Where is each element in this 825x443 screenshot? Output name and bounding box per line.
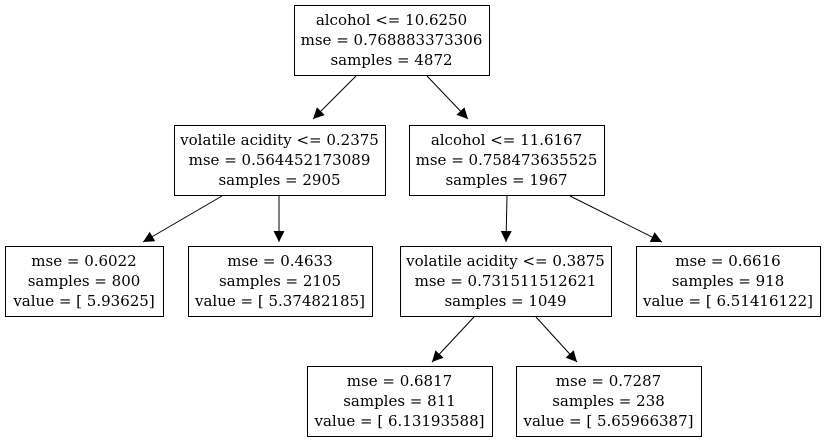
- node-box: [188, 246, 373, 317]
- tree-node-n4: mse = 0.4633 samples = 2105 value = [ 5.37…: [188, 246, 373, 317]
- tree-node-n0: alcohol <= 10.6250 mse = 0.768883373306 sa…: [294, 5, 490, 76]
- node-line: volatile acidity <= 0.3875: [405, 252, 605, 270]
- edge-n0-n2: [426, 75, 469, 120]
- node-line: value = [ 5.65966387]: [523, 412, 694, 430]
- node-line: alcohol <= 11.6167: [431, 131, 582, 149]
- node-line: value = [ 5.37482185]: [194, 292, 365, 310]
- node-line: alcohol <= 10.6250: [316, 11, 467, 29]
- tree-nodes: alcohol <= 10.6250 mse = 0.768883373306 sa…: [5, 5, 821, 437]
- node-line: mse = 0.564452173089: [189, 151, 371, 169]
- tree-node-n6: mse = 0.6616 samples = 918 value = [ 6.514…: [636, 246, 821, 317]
- node-line: samples = 1049: [444, 292, 566, 310]
- node-line: value = [ 5.93625]: [12, 292, 154, 310]
- node-line: samples = 800: [28, 272, 141, 290]
- node-line: samples = 1967: [445, 171, 567, 189]
- node-line: value = [ 6.13193588]: [314, 412, 485, 430]
- node-box: [516, 366, 702, 437]
- node-line: volatile acidity <= 0.2375: [179, 131, 379, 149]
- node-box: [174, 125, 386, 196]
- node-line: mse = 0.4633: [227, 252, 332, 270]
- edge-n2-n6: [569, 195, 663, 243]
- node-line: mse = 0.758473635525: [416, 151, 598, 169]
- edge-n5-n7: [431, 316, 475, 363]
- tree-node-n5: volatile acidity <= 0.3875 mse = 0.731511…: [400, 246, 612, 317]
- edge-n5-n8: [535, 316, 578, 363]
- node-line: mse = 0.6817: [347, 372, 452, 390]
- node-line: mse = 0.731511512621: [415, 272, 597, 290]
- node-line: mse = 0.6616: [675, 252, 780, 270]
- edge-n2-n5: [500, 195, 512, 243]
- tree-edges: [142, 75, 663, 363]
- tree-node-n2: alcohol <= 11.6167 mse = 0.758473635525 sa…: [409, 125, 605, 196]
- node-line: samples = 2905: [218, 171, 340, 189]
- tree-node-n1: volatile acidity <= 0.2375 mse = 0.564452…: [174, 125, 386, 196]
- node-line: samples = 918: [672, 272, 785, 290]
- node-box: [636, 246, 821, 317]
- node-line: samples = 811: [343, 392, 456, 410]
- node-line: samples = 2105: [219, 272, 341, 290]
- node-line: mse = 0.768883373306: [301, 31, 483, 49]
- node-box: [294, 5, 490, 76]
- tree-node-n8: mse = 0.7287 samples = 238 value = [ 5.659…: [516, 366, 702, 437]
- tree-node-n7: mse = 0.6817 samples = 811 value = [ 6.131…: [307, 366, 493, 437]
- node-box: [400, 246, 612, 317]
- node-line: samples = 4872: [330, 51, 452, 69]
- node-line: mse = 0.6022: [31, 252, 136, 270]
- tree-node-n3: mse = 0.6022 samples = 800 value = [ 5.936…: [5, 246, 164, 317]
- node-box: [307, 366, 493, 437]
- edge-n0-n1: [312, 75, 357, 120]
- node-line: mse = 0.7287: [556, 372, 661, 390]
- edge-n1-n3: [142, 195, 223, 243]
- node-line: samples = 238: [552, 392, 665, 410]
- node-line: value = [ 6.51416122]: [642, 292, 813, 310]
- node-box: [5, 246, 164, 317]
- node-box: [409, 125, 605, 196]
